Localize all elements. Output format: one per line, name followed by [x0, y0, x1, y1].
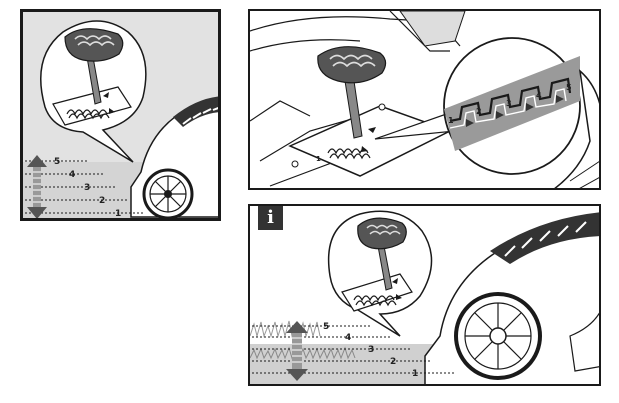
- gate-slot-2: 2: [476, 107, 482, 116]
- height-level-4: 4: [69, 170, 75, 180]
- gate-slot-5: 5: [566, 83, 572, 92]
- gate-slot-3: 3: [506, 99, 512, 108]
- lever-plate: [290, 106, 450, 176]
- wheel-icon: [144, 170, 192, 218]
- height-level-1: 1: [412, 369, 418, 379]
- gate-slot-4: 4: [536, 91, 542, 100]
- plate-screw-2: [379, 104, 385, 110]
- panel-height-info: 5 4 3 2 1 i: [248, 204, 601, 386]
- height-level-4: 4: [345, 333, 351, 343]
- panel-lever-gate-detail: 1 1 2 3 4 5: [248, 9, 601, 190]
- height-level-5: 5: [323, 322, 329, 332]
- height-level-2: 2: [99, 196, 105, 206]
- panel-a-illustration: 5 4 3 2 1: [23, 12, 221, 221]
- grass-blades: [250, 321, 320, 336]
- lever-knob-icon: [358, 218, 406, 249]
- height-level-5: 5: [54, 157, 60, 167]
- wheel-icon: [456, 294, 540, 378]
- height-level-3: 3: [84, 183, 90, 193]
- gate-slot-1: 1: [448, 116, 454, 125]
- height-level-3: 3: [368, 345, 374, 355]
- panel-height-overview: 5 4 3 2 1: [20, 9, 221, 221]
- info-icon: i: [258, 205, 283, 230]
- plate-screw: [292, 161, 298, 167]
- panel-b-illustration: 1 1 2 3 4 5: [250, 11, 601, 190]
- plate-slot-label-1: 1: [316, 155, 321, 163]
- height-level-2: 2: [390, 357, 396, 367]
- height-level-1: 1: [115, 209, 121, 219]
- lever-knob-icon: [65, 29, 123, 61]
- lever-knob-icon: [318, 47, 386, 83]
- panel-c-illustration: 5 4 3 2 1: [250, 206, 601, 386]
- housing-shade: [400, 11, 465, 46]
